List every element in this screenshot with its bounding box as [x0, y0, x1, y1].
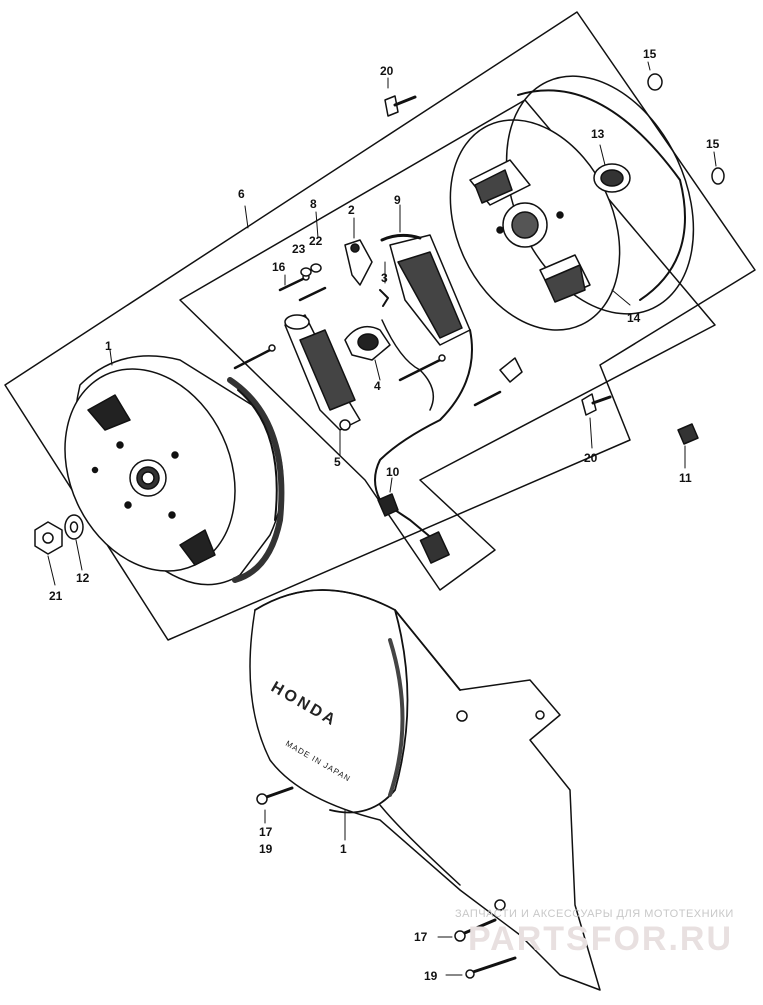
bolt-17-19-left [256, 786, 294, 824]
callout-14: 14 [627, 311, 641, 325]
watermark-caption: ЗАПЧАСТИ И АКСЕССУАРЫ ДЛЯ МОТОТЕХНИКИ [455, 908, 734, 920]
callout-21: 21 [49, 589, 63, 603]
clamp-10 [377, 477, 399, 517]
callout-3: 3 [381, 271, 388, 285]
grommet-11 [677, 423, 699, 469]
screw-16 [278, 273, 327, 302]
assembly-frame-6 [4, 11, 756, 641]
callout-6: 6 [238, 187, 245, 201]
callout-1-rotor: 1 [105, 339, 112, 353]
callout-22: 22 [309, 234, 323, 248]
coil-9 [380, 204, 471, 346]
bolt-19-bottom [445, 956, 517, 979]
callout-5: 5 [334, 455, 341, 469]
wire-harness [374, 319, 473, 564]
callout-8: 8 [310, 197, 317, 211]
callout-11: 11 [679, 471, 692, 485]
wire-clip [499, 357, 523, 383]
nut-21 [34, 521, 63, 586]
stator-base-14 [449, 75, 695, 331]
callout-1-cover: 1 [340, 842, 347, 856]
watermark-brand: PARTSFOR.RU [468, 920, 733, 958]
coil-5 [284, 314, 361, 456]
screw-20-right [581, 393, 612, 449]
breaker-4 [344, 325, 391, 381]
callout-16: 16 [272, 260, 286, 274]
oil-seal-13 [593, 144, 631, 193]
flywheel-rotor [64, 355, 285, 586]
contact-bracket-2 [344, 217, 373, 286]
callout-13: 13 [591, 127, 605, 141]
callout-19-left: 19 [259, 842, 273, 856]
screw-20-top [384, 77, 417, 117]
callout-20-right: 20 [584, 451, 598, 465]
washer-12 [64, 514, 84, 571]
callout-17-bottom: 17 [414, 930, 428, 944]
spring-3 [379, 261, 389, 307]
callout-2: 2 [348, 203, 355, 217]
washers-22-23 [300, 263, 322, 277]
callout-10: 10 [386, 465, 400, 479]
callout-20-top: 20 [380, 64, 394, 78]
callout-19-bottom: 19 [424, 969, 438, 983]
o-ring-15-b [711, 151, 725, 185]
callout-15-right: 15 [706, 137, 720, 151]
callout-23: 23 [292, 242, 306, 256]
callout-4: 4 [374, 379, 381, 393]
callout-15-top: 15 [643, 47, 657, 61]
o-ring-15-a [647, 61, 663, 91]
callout-17-left: 17 [259, 825, 273, 839]
callout-12: 12 [76, 571, 90, 585]
callout-9: 9 [394, 193, 401, 207]
bolt-17-bottom [437, 918, 497, 942]
generator-cover [249, 589, 601, 991]
